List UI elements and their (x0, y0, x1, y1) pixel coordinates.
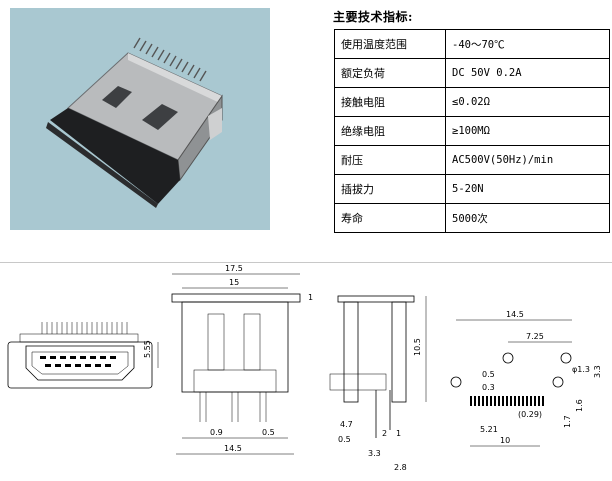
dim-label: 14.5 (224, 444, 242, 453)
dim-label: 5.21 (480, 425, 498, 434)
section-divider (0, 262, 612, 263)
spec-value: 5-20N (445, 174, 610, 204)
dim-label: 0.9 (210, 428, 223, 437)
spec-value: AC500V(50Hz)/min (445, 145, 610, 175)
dim-label: 10.5 (413, 338, 422, 356)
product-photo (10, 8, 270, 230)
spec-value: ≤0.02Ω (445, 87, 610, 117)
dim-label: 0.5 (482, 370, 495, 379)
dim-label: 4.7 (340, 420, 353, 429)
spec-label: 接触电阻 (334, 87, 446, 117)
pcb-layout: 14.5 7.25 φ1.3 0.5 0.3 3.3 (0.29) 1.6 1.… (450, 310, 602, 447)
dim-label: 3.3 (368, 449, 381, 458)
dim-label: 10 (500, 436, 510, 445)
dim-label: 2.8 (394, 463, 407, 472)
spec-row: 使用温度范围-40～70℃ (334, 29, 610, 59)
dim-label: 1.7 (563, 415, 572, 428)
dim-label: 15 (229, 278, 239, 287)
spec-value: 5000次 (445, 203, 610, 233)
spec-row: 绝缘电阻≥100MΩ (334, 116, 610, 146)
spec-title: 主要技术指标: (333, 10, 413, 24)
hdmi-connector-illustration (10, 8, 270, 230)
spec-label: 绝缘电阻 (334, 116, 446, 146)
spec-label: 额定负荷 (334, 58, 446, 88)
elevation-view: 17.5 15 1 0.9 0.5 14.5 (171, 264, 313, 455)
dim-label: φ1.3 (572, 365, 590, 374)
spec-label: 使用温度范围 (334, 29, 446, 59)
spec-value: DC 50V 0.2A (445, 58, 610, 88)
dim-label: 1 (308, 293, 313, 302)
dim-label: 0.5 (262, 428, 275, 437)
technical-drawings: 5.55 17.5 15 1 0.9 0.5 14.5 10.5 4.7 (7, 264, 602, 472)
dim-label: 17.5 (225, 264, 243, 273)
dim-label: 0.5 (338, 435, 351, 444)
dim-label: 5.55 (143, 340, 152, 358)
spec-label: 插拔力 (334, 174, 446, 204)
spec-row: 接触电阻≤0.02Ω (334, 87, 610, 117)
dim-label: 1.6 (575, 399, 584, 412)
spec-value: ≥100MΩ (445, 116, 610, 146)
dim-label: 3.3 (593, 365, 602, 378)
dim-label: 7.25 (526, 332, 544, 341)
side-view: 10.5 4.7 0.5 2 1 3.3 2.8 (329, 295, 427, 472)
dim-label: 14.5 (506, 310, 524, 319)
dim-label: 0.3 (482, 383, 495, 392)
front-view: 5.55 (7, 322, 159, 389)
dim-label: (0.29) (518, 410, 542, 419)
spec-value: -40～70℃ (445, 29, 610, 59)
spec-label: 寿命 (334, 203, 446, 233)
dim-label: 2 (382, 429, 387, 438)
spec-label: 耐压 (334, 145, 446, 175)
dim-label: 1 (396, 429, 401, 438)
